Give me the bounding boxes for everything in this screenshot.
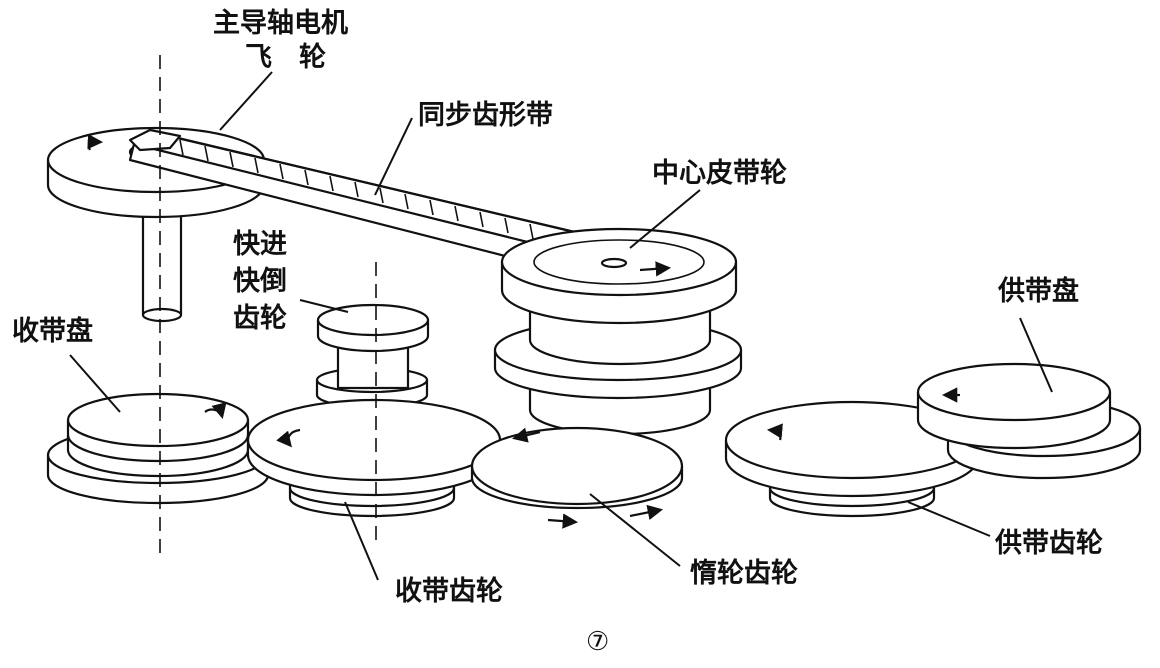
label-supply-gear: 供带齿轮 (994, 528, 1103, 559)
label-ff: 快进 (233, 229, 287, 260)
idler-gear (470, 426, 684, 529)
label-ff-rew-gear: 齿轮 (233, 303, 287, 334)
label-idler-gear: 惰轮齿轮 (690, 558, 798, 589)
label-takeup-gear: 收带齿轮 (395, 576, 503, 607)
takeup-gear (246, 398, 502, 518)
label-flywheel: 飞 轮 (245, 42, 326, 73)
center-pulley (493, 227, 743, 436)
label-takeup-reel: 收带盘 (12, 315, 93, 347)
leader-lines (69, 71, 1053, 581)
figure-number: ⑦ (586, 627, 609, 657)
label-center-pulley: 中心皮带轮 (652, 158, 787, 189)
label-supply-reel: 供带盘 (997, 275, 1079, 307)
label-rew: 快倒 (233, 266, 287, 297)
takeup-reel (46, 392, 270, 505)
supply-reel (916, 362, 1142, 480)
label-capstan-motor: 主导轴电机 (213, 8, 348, 39)
axis-lines (159, 55, 377, 555)
ff-rew-gear (315, 303, 430, 409)
label-timing-belt: 同步齿形带 (418, 100, 553, 131)
supply-gear (724, 400, 980, 518)
timing-belt (128, 128, 602, 272)
